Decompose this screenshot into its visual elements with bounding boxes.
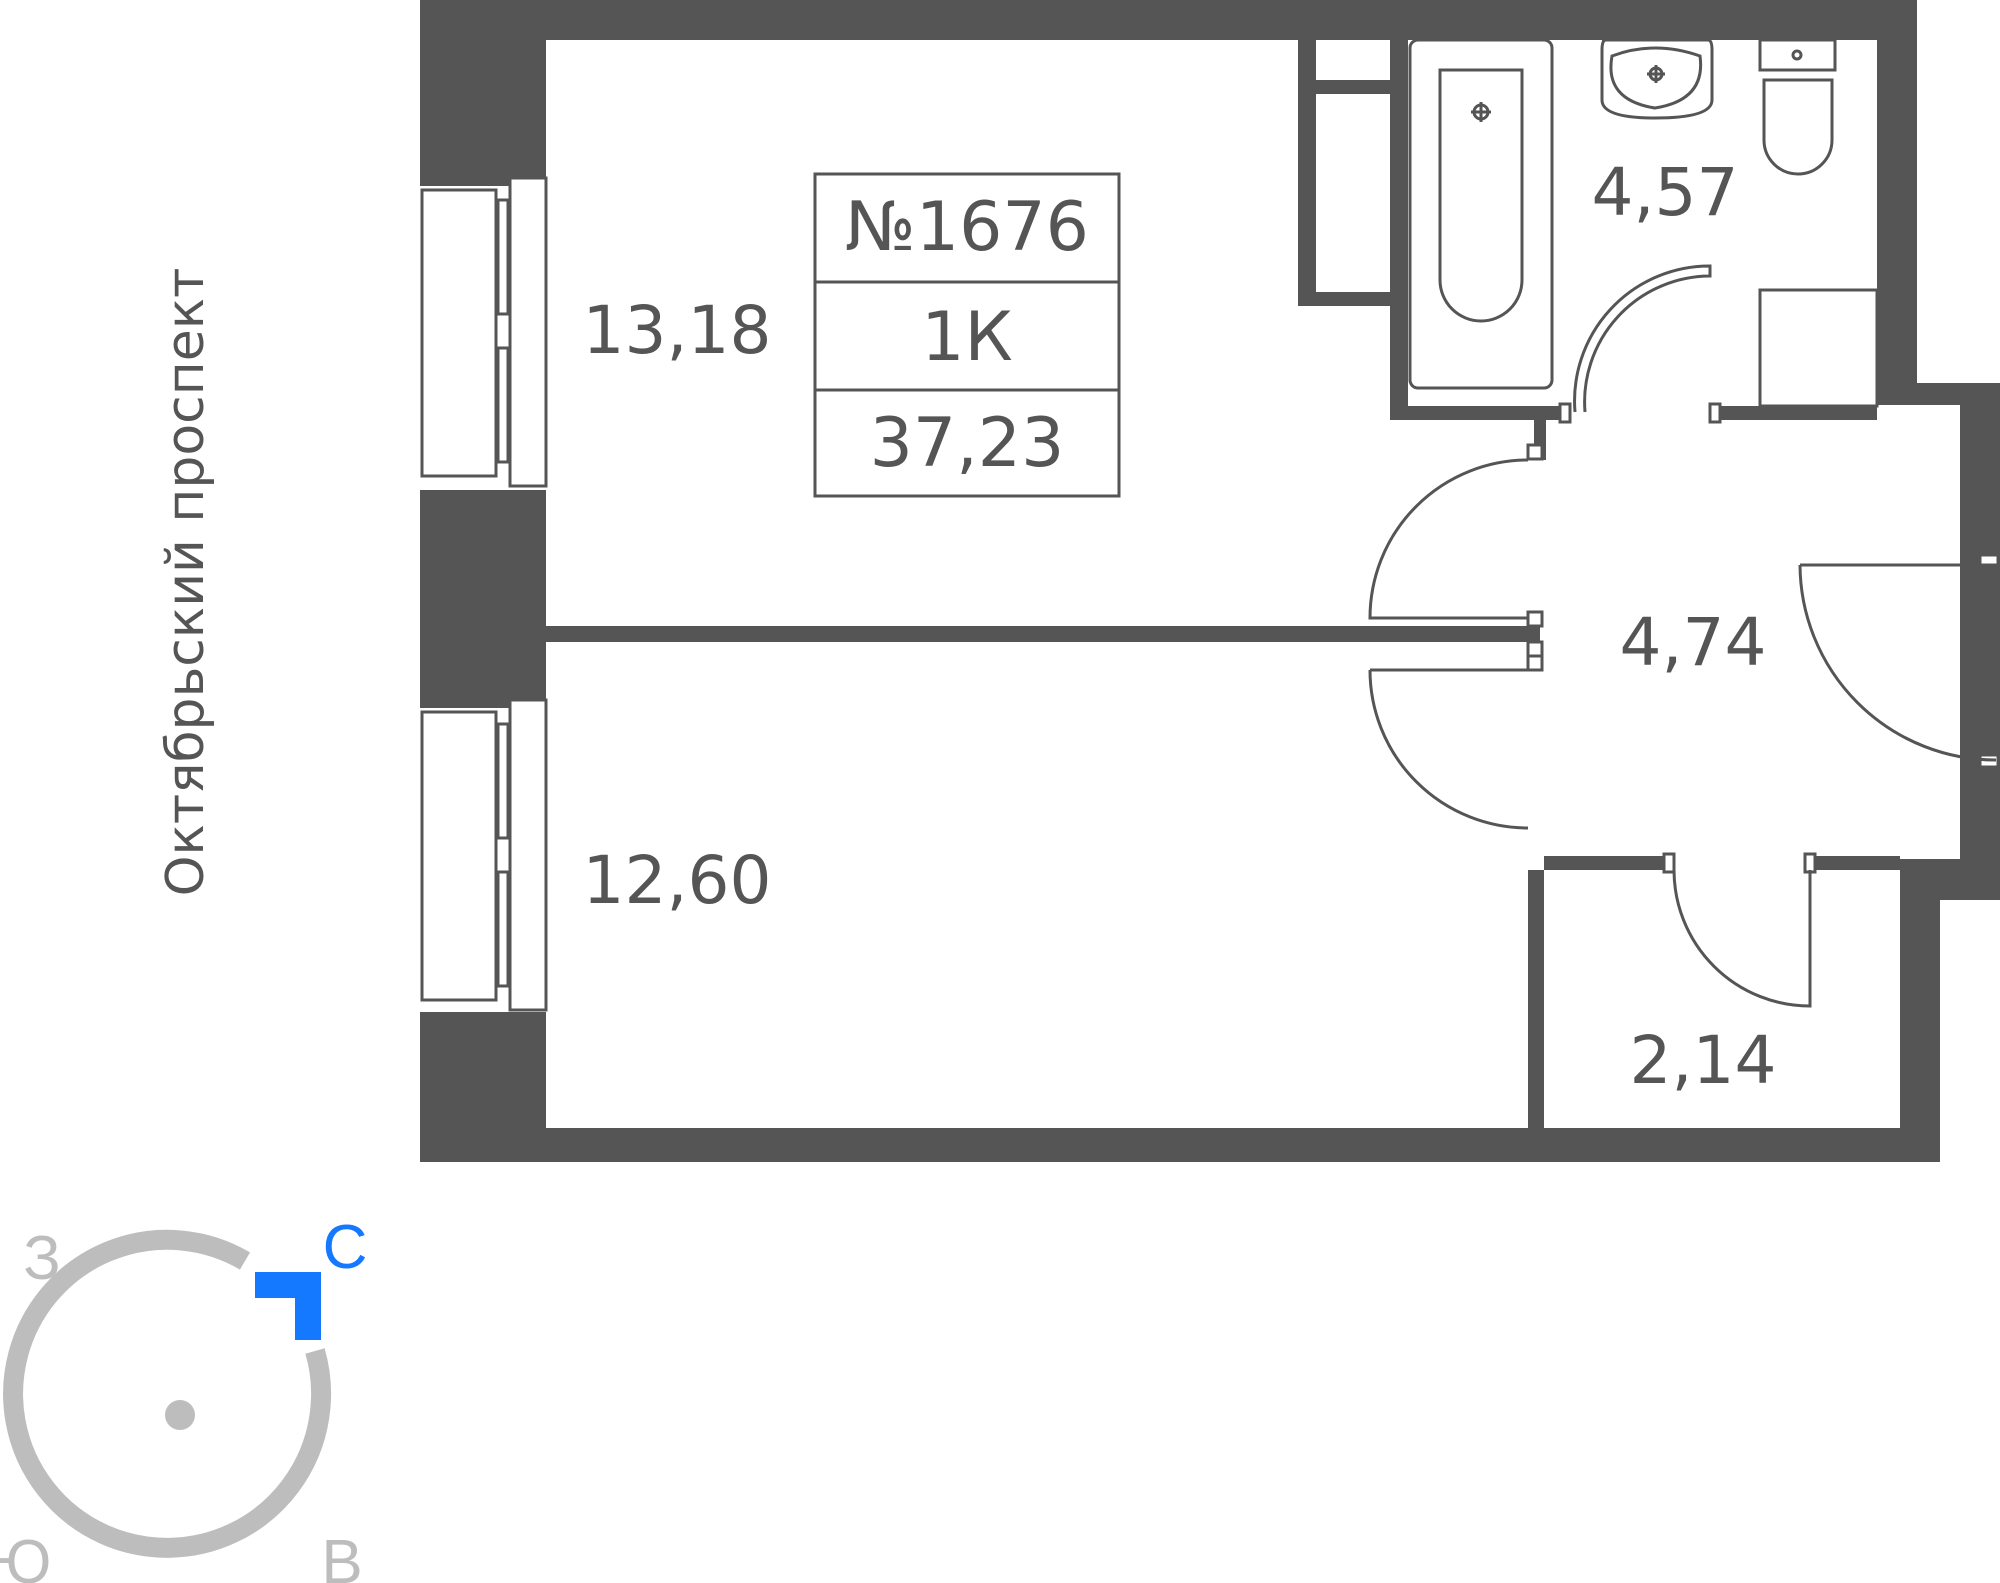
toilet-bowl — [1762, 78, 1834, 176]
room-area-bathroom: 4,57 — [1592, 154, 1739, 231]
wall-shaft-bottom — [1316, 292, 1390, 306]
window-frame-bottom-outer — [420, 710, 498, 1002]
compass-south-label: Ю — [0, 1528, 51, 1583]
wall-bath-left — [1390, 40, 1408, 420]
compass-north-label: С — [323, 1213, 368, 1282]
room-labels: 13,18 12,60 4,57 4,74 2,14 — [583, 154, 1777, 1099]
door-room-2[interactable] — [1368, 640, 1544, 830]
wall-shaft-mid — [1316, 80, 1390, 94]
compass-north-marker — [255, 1272, 321, 1340]
toilet-tank — [1758, 38, 1837, 72]
doors — [1368, 264, 2000, 1008]
window-frame-bottom-inner — [508, 698, 548, 1012]
wall-balcony-east-bottom — [1960, 760, 2000, 900]
compass-center-dot — [165, 1400, 195, 1430]
street-label: Октябрьский проспект — [156, 268, 216, 897]
compass: С З Ю В — [0, 1213, 367, 1583]
door-room-1[interactable] — [1368, 443, 1544, 628]
window-frame-top-inner — [508, 176, 548, 488]
window-sash-top-2 — [496, 346, 510, 464]
bathtub-drain-icon — [1471, 102, 1491, 122]
apartment-total-area: 37,23 — [870, 404, 1065, 483]
compass-east-label: В — [321, 1528, 362, 1583]
wall-bath-bottom — [1390, 406, 1570, 420]
room-area-room-2: 12,60 — [583, 842, 772, 919]
sink-bowl — [1609, 46, 1703, 110]
window-sash-bottom-1 — [496, 722, 510, 840]
window-sash-bottom-2 — [496, 870, 510, 988]
apartment-type: 1К — [921, 298, 1013, 377]
room-area-hallway: 4,74 — [1620, 604, 1767, 681]
compass-west-label: З — [23, 1224, 60, 1293]
room-area-storage: 2,14 — [1630, 1022, 1777, 1099]
wall-shaft-left — [1298, 40, 1316, 306]
washing-machine-area — [1758, 288, 1879, 408]
toilet-button-icon — [1791, 49, 1803, 61]
bathtub-outer — [1408, 38, 1554, 390]
sink-drain-icon — [1647, 65, 1665, 83]
wall-balcony-east-top — [1960, 383, 2000, 563]
walls — [420, 0, 2000, 1162]
info-box-frame — [813, 172, 1121, 498]
window-sash-top-1 — [496, 198, 510, 316]
wall-bath-bottom-right — [1714, 406, 1877, 420]
wall-storage-top-right — [1815, 856, 1900, 870]
wall-storage-left — [1528, 870, 1544, 1128]
exterior-wall — [420, 0, 2000, 1162]
wall-room-divider — [546, 626, 1540, 642]
sink-outer — [1600, 38, 1714, 120]
door-storage[interactable] — [1662, 852, 1817, 1008]
room-area-room-1: 13,18 — [583, 292, 772, 369]
info-box: №1676 1К 37,23 — [813, 172, 1121, 498]
window-frame-top-outer — [420, 188, 498, 478]
door-entrance[interactable] — [1798, 553, 2000, 769]
door-bathroom[interactable] — [1558, 264, 1722, 424]
bathtub-inner — [1438, 68, 1524, 323]
fixtures — [1408, 38, 1879, 408]
compass-ring — [3, 1229, 332, 1558]
wall-storage-top — [1544, 856, 1674, 870]
windows — [418, 176, 548, 1012]
apartment-number: №1676 — [845, 188, 1089, 267]
